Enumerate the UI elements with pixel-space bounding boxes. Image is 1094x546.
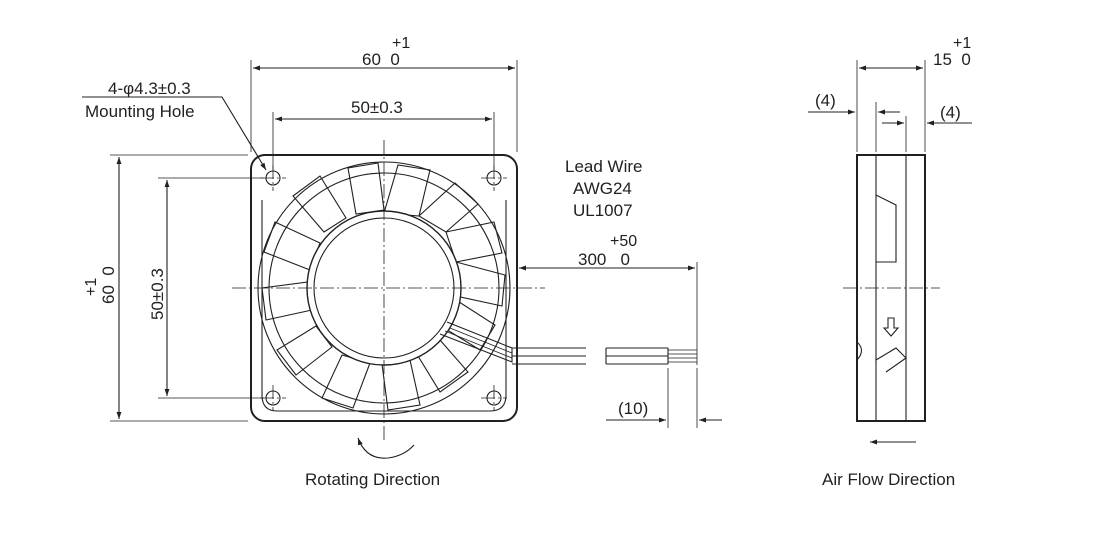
overall-width-value: 60 0 (362, 50, 400, 69)
rotating-direction-indicator: Rotating Direction (305, 437, 440, 489)
mounting-hole-spec: 4-φ4.3±0.3 (108, 79, 191, 98)
overall-width-dimension: +1 60 0 (250, 35, 518, 152)
hole-pitch-vertical-dimension: 50±0.3 (148, 177, 264, 399)
strip-length-value: (10) (618, 399, 648, 418)
side-right-offset: (4) (940, 103, 961, 122)
air-flow-label: Air Flow Direction (822, 470, 955, 489)
hole-pitch-horizontal-value: 50±0.3 (351, 98, 403, 117)
overall-width-tolerance: +1 (392, 35, 410, 52)
lead-wire-title: Lead Wire (565, 157, 642, 176)
lead-wire-length-tolerance: +50 (610, 233, 637, 250)
side-view: +1 15 0 (4) (4) Air Flow Direction (808, 35, 972, 489)
overall-height-tolerance: +1 (83, 278, 100, 296)
rotating-direction-label: Rotating Direction (305, 470, 440, 489)
direction-mark-icon (882, 317, 900, 337)
frame-inner-edge (261, 200, 507, 412)
lead-wire-gauge: AWG24 (573, 179, 632, 198)
side-depth-value: 15 0 (933, 50, 971, 69)
overall-height-value: 60 0 (99, 266, 118, 304)
lead-wire-standard: UL1007 (573, 201, 633, 220)
side-left-offset: (4) (815, 91, 836, 110)
front-view (232, 140, 545, 440)
overall-height-dimension: +1 60 0 (83, 154, 248, 422)
rotation-arrow-icon (357, 437, 415, 459)
wire-exit-channel (439, 321, 513, 363)
lead-wire: Lead Wire AWG24 UL1007 +50 300 0 (10) (512, 157, 722, 428)
side-depth-tolerance: +1 (953, 35, 971, 52)
lead-wire-length-value: 300 0 (578, 250, 630, 269)
hole-pitch-vertical-value: 50±0.3 (148, 268, 167, 320)
mounting-hole-callout: 4-φ4.3±0.3 Mounting Hole (82, 79, 267, 171)
mounting-hole-label: Mounting Hole (85, 102, 195, 121)
wire-exit-channel-inner (444, 327, 513, 359)
wire-bundle (512, 347, 697, 365)
hole-pitch-horizontal-dimension: 50±0.3 (272, 98, 495, 170)
